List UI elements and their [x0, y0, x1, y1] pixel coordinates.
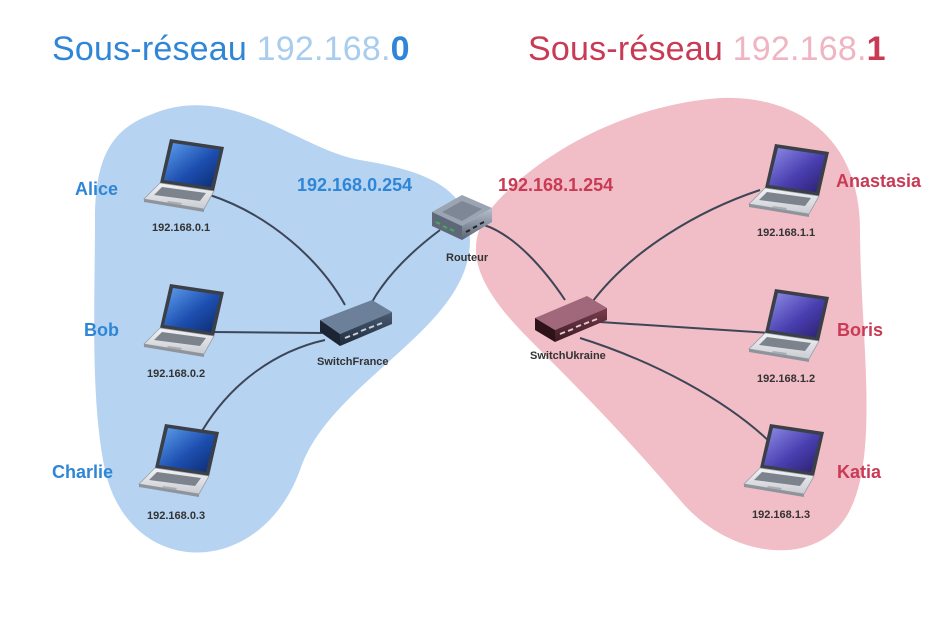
host-name-bob: Bob: [84, 320, 119, 340]
links: [197, 189, 779, 451]
link-alice-switch: [209, 194, 346, 306]
host-ip-alice: 192.168.0.1: [152, 222, 211, 234]
host-name-anastasia: Anastasia: [836, 171, 922, 191]
switch-ukraine-icon: [535, 296, 607, 342]
host-ip-katia: 192.168.1.3: [752, 509, 811, 521]
switch-france-icon: [320, 189, 392, 346]
link-switch2-anastasia: [589, 189, 761, 306]
host-ip-boris: 192.168.1.2: [757, 373, 816, 385]
host-name-alice: Alice: [75, 179, 119, 199]
gateway-right-ip: 192.168.1.254: [498, 175, 614, 195]
link-bob-switch: [211, 331, 323, 334]
link-switch-router: [371, 229, 441, 303]
host-name-charlie: Charlie: [52, 462, 114, 482]
host-ip-bob: 192.168.0.2: [147, 368, 206, 380]
subnet-right-title: Sous-réseau 192.168.1: [528, 30, 886, 69]
link-router-switch2: [483, 224, 566, 301]
host-name-boris: Boris: [837, 320, 884, 340]
subnet-left-title-last: 0: [390, 30, 410, 68]
subnet-left-title-prefix: Sous-réseau: [52, 30, 247, 68]
link-charlie-switch: [197, 339, 326, 439]
subnet-left-title: Sous-réseau 192.168.0: [52, 30, 410, 69]
link-switch2-katia: [579, 337, 779, 451]
host-name-katia: Katia: [837, 462, 882, 482]
gateway-left-ip: 192.168.0.254: [297, 175, 413, 195]
switch-ukraine-label: SwitchUkraine: [530, 350, 606, 362]
router-icon: [432, 195, 492, 240]
subnet-right-title-net: 192.168.: [732, 30, 867, 68]
subnet-right-title-last: 1: [866, 30, 886, 68]
host-ip-charlie: 192.168.0.3: [147, 510, 206, 522]
subnet-left-title-net: 192.168.: [256, 30, 391, 68]
switch-france-label: SwitchFrance: [317, 356, 389, 368]
router-label: Routeur: [446, 252, 489, 264]
link-switch2-boris: [599, 321, 771, 334]
host-ip-anastasia: 192.168.1.1: [757, 227, 816, 239]
subnet-right-title-prefix: Sous-réseau: [528, 30, 723, 68]
